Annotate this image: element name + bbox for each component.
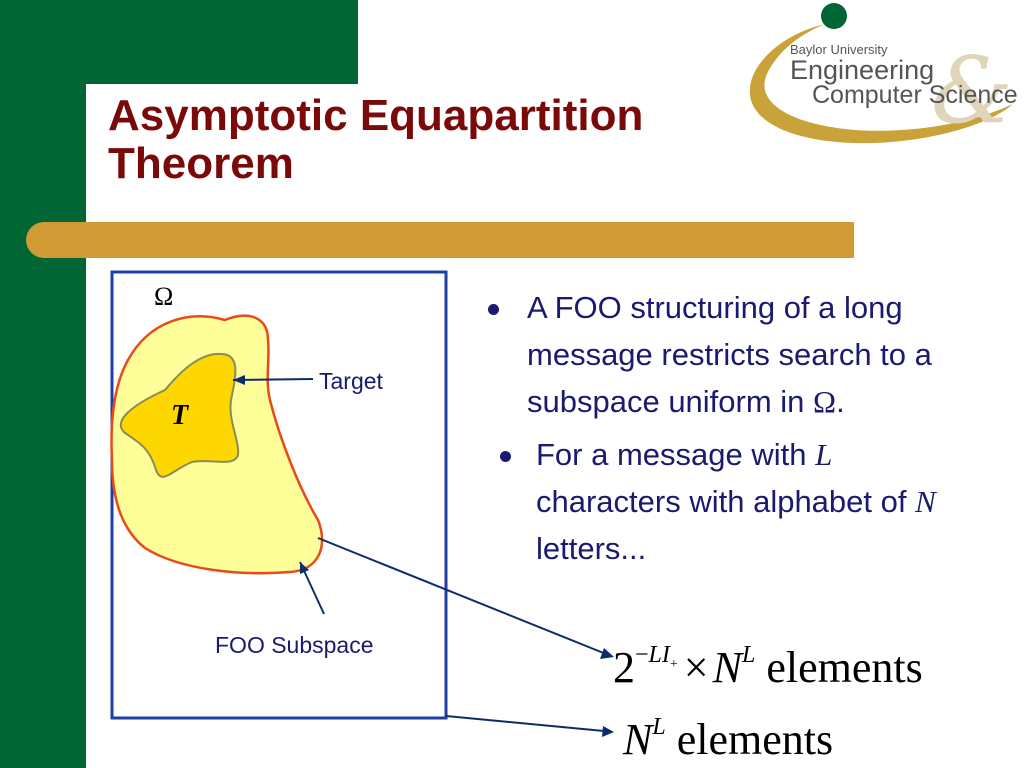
logo-university: Baylor University — [790, 42, 888, 57]
f1-word: elements — [755, 643, 923, 692]
green-left-band — [0, 0, 86, 768]
bullet2-part3: letters... — [536, 531, 647, 566]
f2-sup: L — [652, 714, 666, 740]
omega-to-formula-arrow — [445, 715, 605, 732]
target-symbol: T — [171, 400, 189, 431]
target-label: Target — [319, 368, 383, 394]
bullet1-text: A FOO structuring of a long message rest… — [527, 290, 932, 419]
logo-engineering: Engineering — [790, 55, 935, 85]
slide-title: Asymptotic Equapartition Theorem — [108, 92, 748, 188]
subspace-to-formula-arrow — [317, 537, 607, 655]
bullet2-var-l: L — [815, 437, 833, 472]
bullet-list: A FOO structuring of a long message rest… — [488, 284, 948, 572]
f2-word: elements — [665, 715, 834, 764]
target-pointer-arrowhead — [233, 375, 245, 385]
slide-title-line2: Theorem — [108, 139, 294, 188]
target-region — [119, 352, 240, 478]
content-corner — [86, 84, 206, 204]
bullet-item-structuring: A FOO structuring of a long message rest… — [488, 284, 948, 425]
subspace-to-formula-arrowhead — [600, 648, 614, 659]
baylor-logo-graphic: & — [749, 3, 1013, 144]
subspace-pointer-arrowhead — [300, 562, 309, 574]
slide-title-line1: Asymptotic Equapartition — [108, 91, 644, 140]
logo-green-dot — [821, 3, 847, 29]
bullet-dot-icon — [500, 451, 511, 462]
bullet-item-message: For a message with L characters with alp… — [500, 431, 948, 572]
gold-divider-bar — [26, 222, 854, 258]
bullet2-var-n: N — [915, 484, 936, 519]
bullet1-omega: Ω — [813, 384, 837, 419]
formula-subspace-size: 2−LI+×NL elements — [613, 642, 923, 693]
formula-total-size: NL elements — [623, 714, 833, 765]
omega-to-formula-arrowhead — [602, 726, 614, 737]
bullet2-part2: characters with alphabet of — [536, 484, 916, 519]
f1-sup: L — [741, 642, 756, 668]
logo-ampersand-icon: & — [931, 37, 1013, 144]
foo-subspace-label: FOO Subspace — [215, 632, 374, 658]
bullet-dot-icon — [488, 304, 499, 315]
f1-exponent: −LI+ — [635, 642, 678, 672]
f1-var: N — [712, 643, 742, 692]
f1-exp-sign: − — [635, 642, 649, 668]
f1-exp-var: LI — [648, 642, 670, 668]
f1-exp-sub: + — [669, 657, 678, 672]
f1-times: × — [683, 643, 709, 692]
bullet1-end: . — [836, 384, 845, 419]
f2-var: N — [623, 715, 653, 764]
omega-frame — [110, 270, 448, 720]
logo-computer-science: Computer Science — [812, 81, 1018, 109]
omega-symbol: Ω — [154, 282, 174, 311]
bullet2-part1: For a message with — [536, 437, 816, 472]
target-pointer-line — [232, 378, 314, 381]
f1-base: 2 — [613, 643, 635, 692]
logo-text: Baylor University Engineering Computer S… — [790, 42, 1018, 108]
